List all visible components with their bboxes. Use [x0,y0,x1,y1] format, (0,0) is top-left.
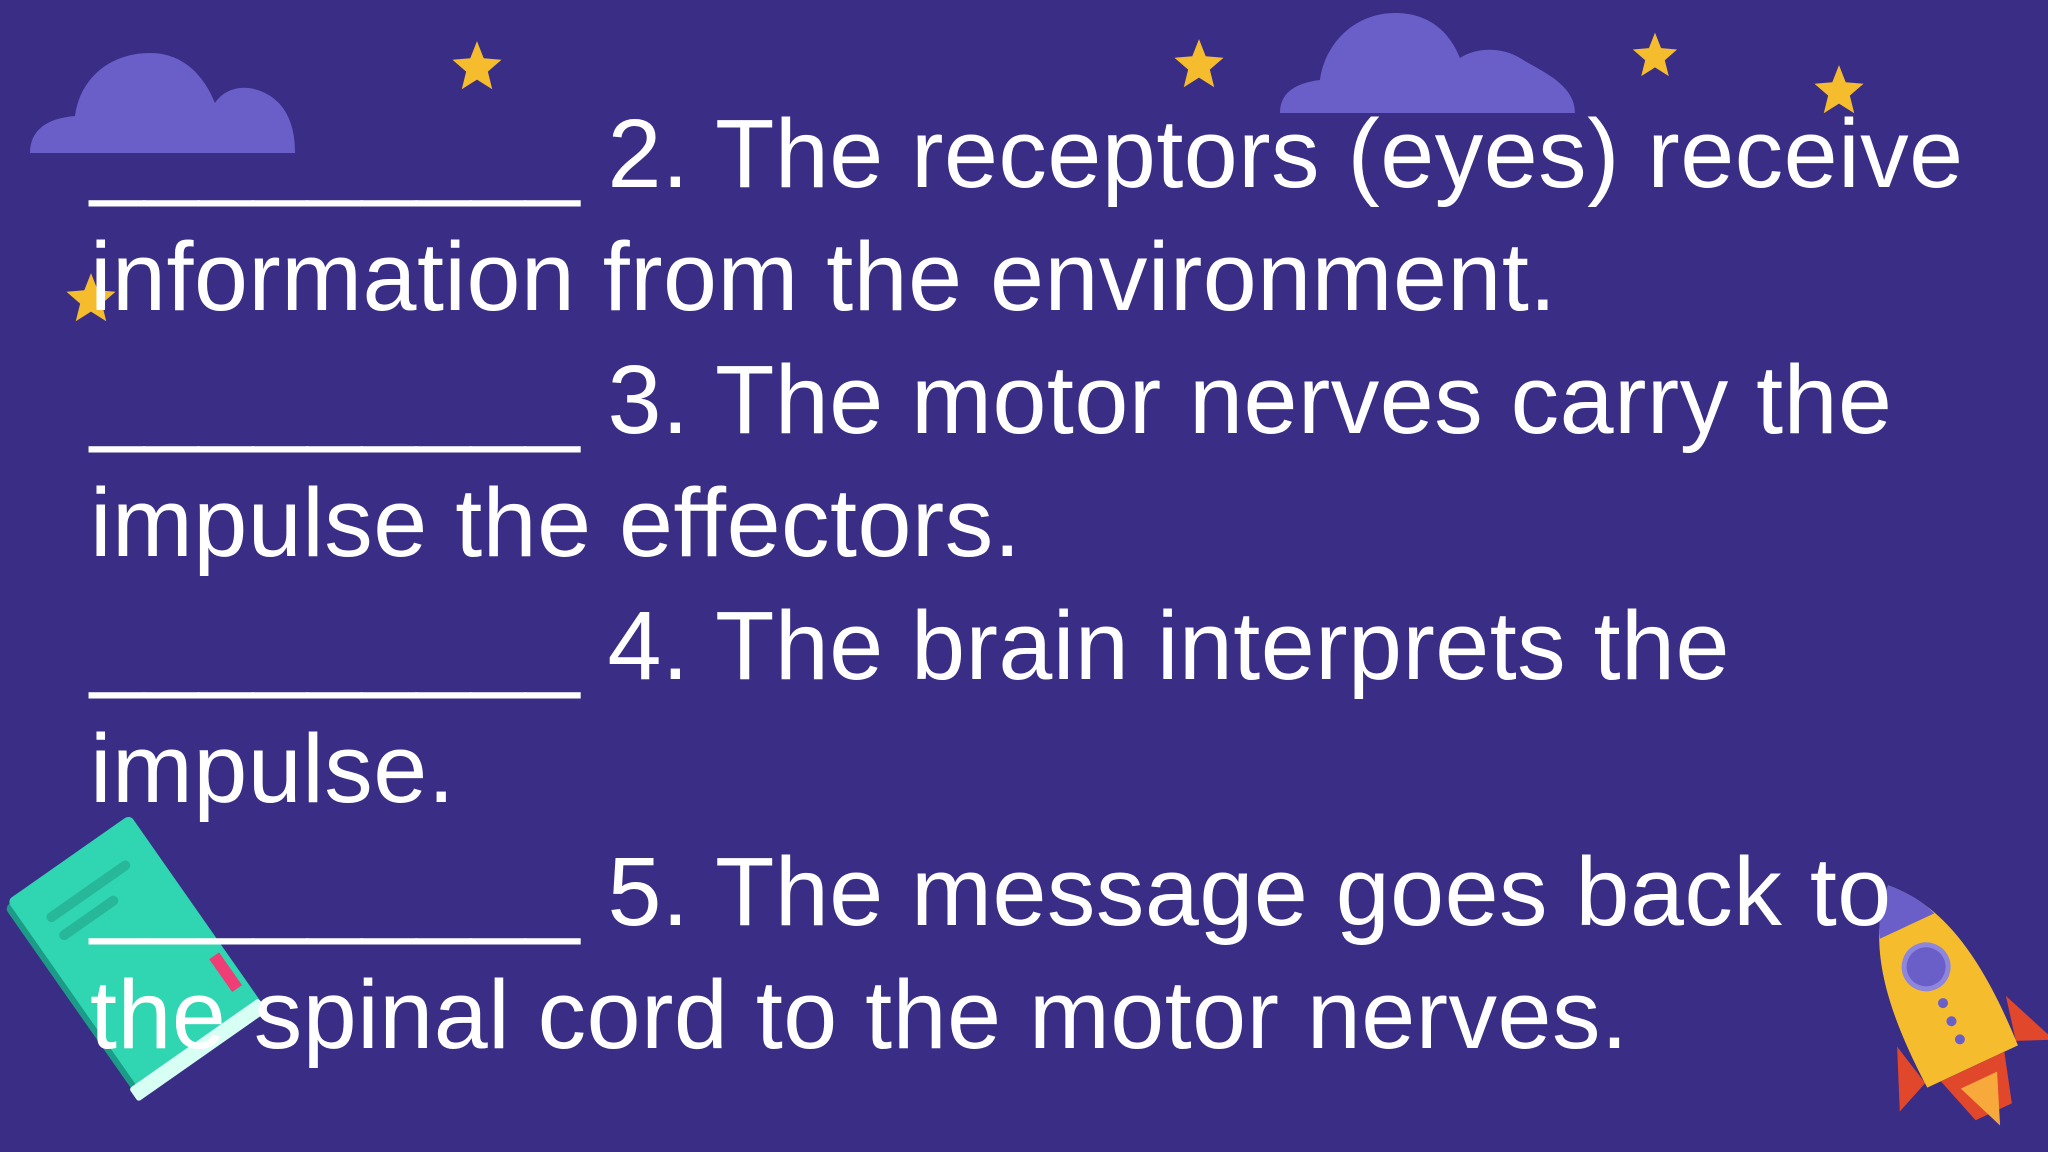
star-icon [1174,39,1224,88]
question-continuation: the spinal cord to the motor nerves. [90,960,1629,1069]
question-list: _________ 2. The receptors (eyes) receiv… [90,92,1990,1076]
answer-blank[interactable]: _________ [90,837,581,946]
star-icon [66,273,116,322]
question-item-4: _________ 4. The brain interprets the [90,584,1990,707]
question-continuation: impulse the effectors. [90,468,1022,577]
answer-blank[interactable]: _________ [90,345,581,454]
question-item-5: _________ 5. The message goes back to [90,830,1990,953]
answer-blank[interactable]: _________ [90,99,581,208]
star-icon [1632,32,1678,77]
question-text: 2. The receptors (eyes) receive [607,99,1964,208]
question-item-2: _________ 2. The receptors (eyes) receiv… [90,92,1990,215]
question-item-3: _________ 3. The motor nerves carry the [90,338,1990,461]
book-icon [6,816,267,1101]
question-text: 5. The message goes back to [607,837,1892,946]
question-text: 4. The brain interprets the [607,591,1730,700]
question-continuation: information from the environment. [90,222,1557,331]
cloud-icon [30,53,295,153]
answer-blank[interactable]: _________ [90,591,581,700]
star-icon [1814,65,1864,114]
cloud-icon [1280,13,1575,113]
rocket-icon [1879,885,2048,1126]
star-icon [452,41,502,90]
question-continuation: impulse. [90,714,456,823]
question-text: 3. The motor nerves carry the [607,345,1893,454]
